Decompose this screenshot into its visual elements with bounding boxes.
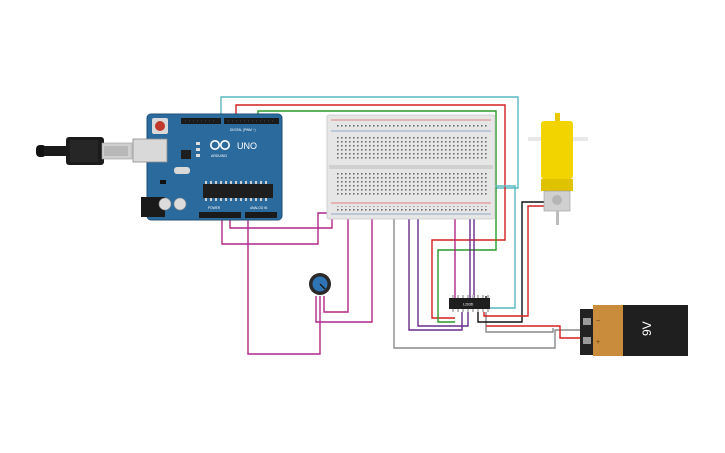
battery-label: 9V [640, 321, 654, 336]
power-pins-label: POWER [208, 206, 221, 210]
wires [220, 96, 580, 355]
wire-red-top[interactable] [235, 104, 506, 319]
wire-cyan-top[interactable] [220, 96, 519, 189]
atmega-chip-icon [203, 181, 273, 201]
analog-pins-label: ANALOG IN [250, 206, 268, 210]
usb-cable[interactable] [36, 137, 133, 165]
wire-magenta-2[interactable] [229, 213, 333, 229]
wire-purple-2[interactable] [417, 213, 469, 327]
wire-magenta-1[interactable] [221, 212, 335, 245]
arduino-uno-board[interactable]: UNO ARDUINO DIGITAL (PWM ~) POWER ANALOG… [132, 113, 283, 221]
battery-plus-mark: + [596, 339, 600, 346]
wire-magenta-pot-b[interactable] [323, 213, 349, 313]
digital-pins-label: DIGITAL (PWM ~) [230, 128, 256, 132]
wire-green-top[interactable] [257, 110, 497, 323]
wire-magenta-3[interactable] [247, 220, 321, 355]
ic-label: L293D [463, 303, 474, 307]
battery-minus-mark: − [596, 318, 600, 325]
reset-button-icon[interactable] [152, 118, 168, 134]
dc-motor-icon[interactable] [528, 113, 588, 225]
wire-black-1[interactable] [477, 201, 546, 323]
wire-red-motor[interactable] [483, 205, 546, 317]
battery-icon[interactable]: − + 9V [580, 305, 688, 356]
arduino-logo-text: ARDUINO [211, 154, 227, 158]
ic-chip-icon[interactable]: L293D [449, 295, 490, 312]
potentiometer-icon[interactable] [309, 273, 331, 295]
wire-purple-1[interactable] [408, 213, 463, 331]
usb-plug-icon [104, 146, 128, 156]
wire-cyan-right[interactable] [486, 185, 516, 309]
wire-gray-1[interactable] [393, 213, 580, 349]
arduino-logo-icon [210, 140, 231, 151]
arduino-uno-text: UNO [237, 141, 257, 151]
wire-magenta-pot-a[interactable] [315, 213, 373, 323]
breadboard[interactable] [326, 114, 496, 220]
wire-red-battery[interactable] [486, 325, 580, 339]
